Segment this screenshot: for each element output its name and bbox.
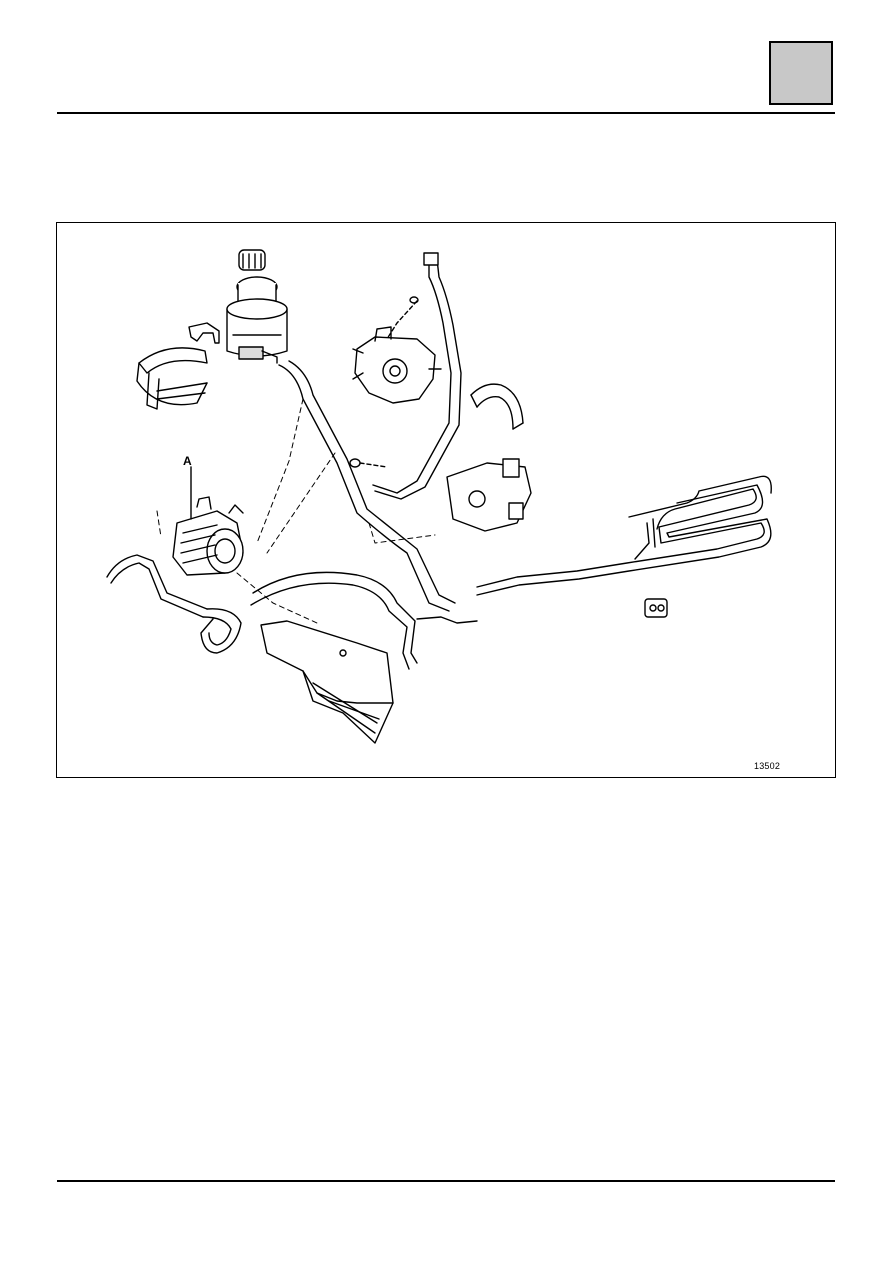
figure-callout-a: A: [183, 454, 192, 468]
reservoir-clamp-icon: [136, 322, 220, 410]
header-rule: [57, 112, 835, 114]
figure-number: 13502: [754, 761, 781, 771]
supply-hose-icon: [470, 383, 524, 430]
figure-frame: A 13502: [56, 222, 836, 778]
hose-clip-icon: [644, 598, 668, 618]
assembly-leader-lines: [156, 398, 436, 624]
fluid-cooler-coil-icon: [476, 475, 772, 596]
power-steering-circuit-illustration: [106, 249, 772, 744]
return-hose-icon: [278, 360, 456, 612]
pressure-hose-icon: [372, 252, 462, 500]
left-pipe-icon: [106, 554, 242, 654]
fluid-reservoir-icon: [226, 276, 288, 364]
pump-a-icon: [172, 466, 244, 576]
footer-rule: [57, 1180, 835, 1182]
reservoir-cap-icon: [238, 249, 266, 271]
mounting-bracket-icon: [260, 620, 394, 744]
section-tab-icon: [769, 41, 833, 105]
steering-pump-icon: [352, 326, 442, 404]
feed-hose-icon: [250, 571, 478, 670]
steering-valve-icon: [349, 458, 532, 532]
